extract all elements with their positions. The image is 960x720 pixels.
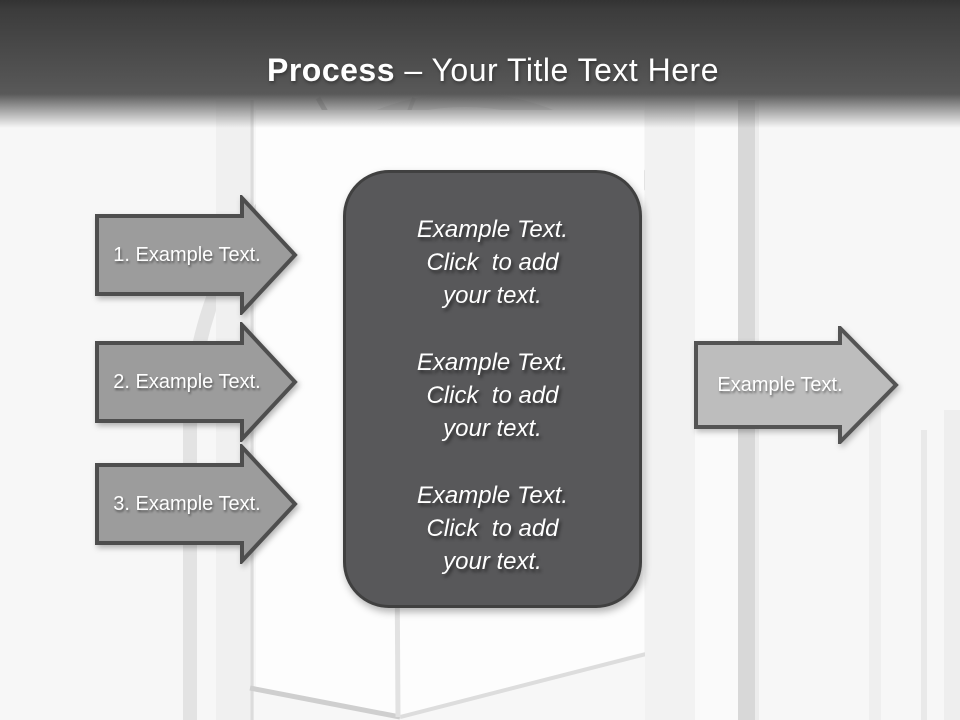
process-text-box[interactable]: Example Text. Click to add your text. Ex… bbox=[343, 170, 642, 608]
step-3-label: 3. Example Text. bbox=[113, 492, 261, 515]
right-arrow-shape-icon bbox=[95, 444, 298, 564]
page-title[interactable]: Process – Your Title Text Here bbox=[0, 52, 960, 89]
right-arrow-shape-icon bbox=[694, 326, 899, 444]
page-title-bold: Process bbox=[266, 52, 396, 88]
text-placeholder-3[interactable]: Example Text. Click to add your text. bbox=[416, 482, 569, 575]
right-arrow-shape-icon bbox=[95, 195, 298, 315]
title-bar: Process – Your Title Text Here bbox=[0, 0, 960, 128]
page-title-rest: – Your Title Text Here bbox=[395, 52, 719, 88]
step-2-label: 2. Example Text. bbox=[113, 370, 261, 393]
step-1-label: 1. Example Text. bbox=[113, 243, 261, 266]
process-step-arrow-2[interactable]: 2. Example Text. bbox=[95, 322, 299, 442]
process-step-arrow-3[interactable]: 3. Example Text. bbox=[95, 444, 299, 564]
right-arrow-shape-icon bbox=[95, 322, 298, 442]
output-arrow[interactable]: Example Text. bbox=[694, 326, 900, 444]
output-arrow-label: Example Text. bbox=[717, 373, 843, 396]
text-placeholder-1[interactable]: Example Text. Click to add your text. bbox=[416, 216, 569, 309]
text-placeholder-2[interactable]: Example Text. Click to add your text. bbox=[416, 349, 569, 442]
process-step-arrow-1[interactable]: 1. Example Text. bbox=[95, 195, 299, 315]
